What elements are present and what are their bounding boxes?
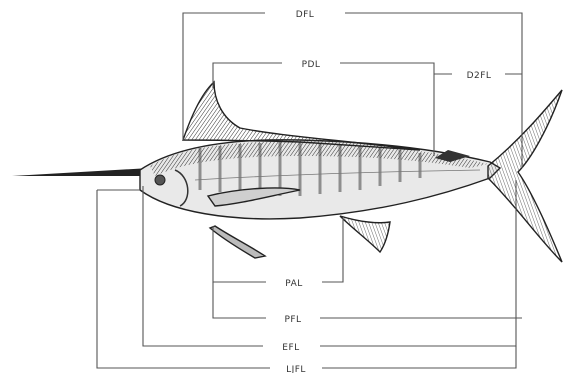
ljfl-bracket-right [322, 346, 516, 368]
label-dfl: DFL [296, 10, 315, 20]
bill [12, 168, 152, 176]
label-pfl: PFL [284, 315, 301, 325]
label-d2fl: D2FL [467, 71, 492, 81]
label-efl: EFL [282, 343, 299, 353]
pdl-bracket [213, 63, 282, 88]
caudal-fin [488, 90, 562, 262]
marlin-illustration [12, 82, 562, 262]
dorsal-fin [183, 82, 420, 150]
pal-bracket-right [322, 218, 343, 282]
pfl-bracket [213, 282, 266, 318]
anal-fin [340, 216, 390, 252]
pelvic-fin [210, 226, 265, 258]
label-ljfl: LJFL [286, 365, 306, 373]
label-pdl: PDL [302, 60, 321, 70]
eye [155, 175, 165, 185]
label-pal: PAL [285, 279, 303, 289]
